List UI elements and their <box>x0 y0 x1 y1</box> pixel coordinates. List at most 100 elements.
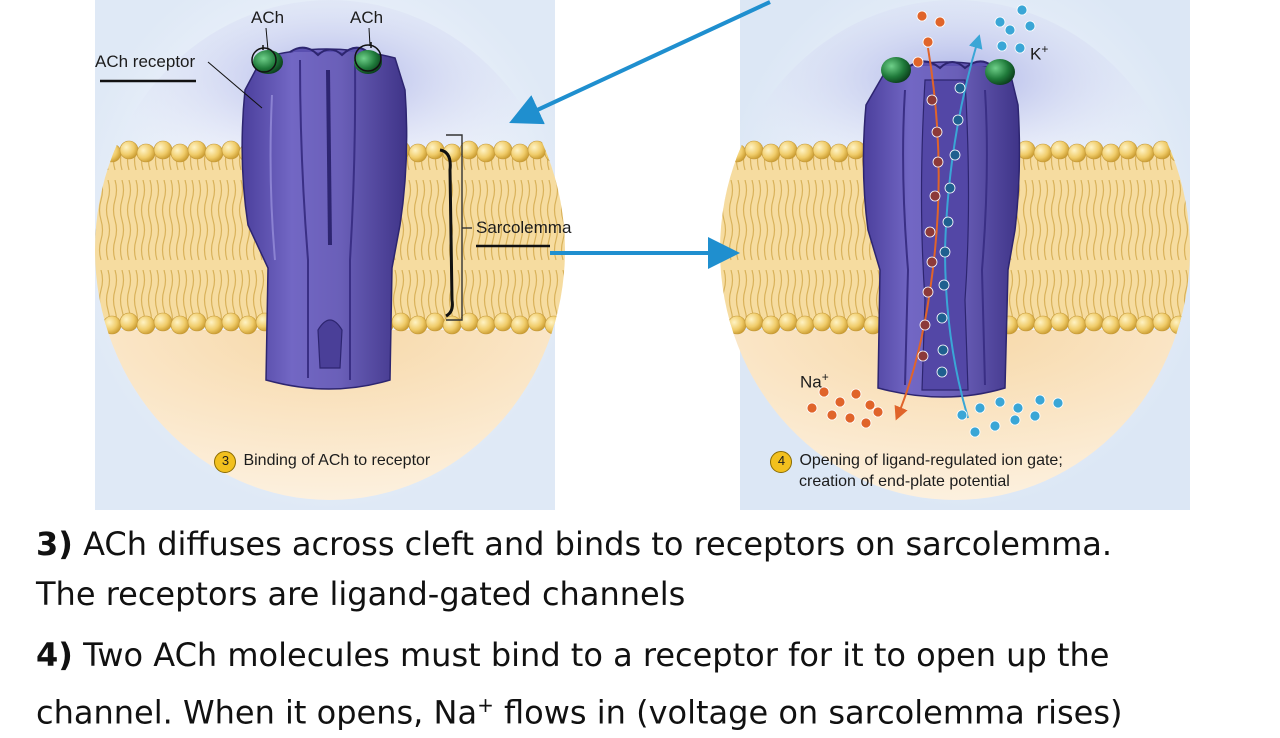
sodium-ion <box>934 16 946 28</box>
potassium-ion <box>1012 402 1024 414</box>
na-ion-label: Na+ <box>800 370 829 392</box>
sodium-ion <box>806 402 818 414</box>
lipid-head <box>778 140 798 160</box>
sodium-ion <box>834 396 846 408</box>
potassium-ion <box>994 396 1006 408</box>
potassium-ion <box>944 182 956 194</box>
lipid-head <box>829 315 849 335</box>
lipid-head <box>136 315 156 335</box>
lecture-notes: 3) ACh diffuses across cleft and binds t… <box>36 519 1276 738</box>
lipid-head <box>761 315 781 335</box>
lipid-head <box>170 315 190 335</box>
lipid-head <box>221 140 241 160</box>
lipid-head <box>812 140 832 160</box>
lipid-head <box>238 315 258 335</box>
na-flow-arrow <box>894 47 940 421</box>
lipid-head <box>408 143 428 163</box>
diagram-svg <box>95 0 1190 510</box>
step3-caption: 3 Binding of ACh to receptor <box>221 452 431 469</box>
ach-label-right: ACh <box>350 8 384 27</box>
lipid-head <box>1067 143 1087 163</box>
lipid-head <box>170 143 190 163</box>
sodium-ion <box>926 94 938 106</box>
lipid-head <box>493 140 513 160</box>
lipid-head <box>744 312 764 332</box>
note-3-text: ACh diffuses across cleft and binds to r… <box>83 525 1113 563</box>
lipid-head <box>1067 315 1087 335</box>
sodium-ion <box>929 190 941 202</box>
ach-bound-right <box>985 59 1015 85</box>
lipid-head <box>136 143 156 163</box>
note-4-line2: channel. When it opens, Na+ flows in (vo… <box>36 693 1123 732</box>
step4-caption-line2: creation of end-plate potential <box>799 473 1010 490</box>
potassium-ion <box>936 312 948 324</box>
potassium-ion <box>974 402 986 414</box>
potassium-ion <box>937 344 949 356</box>
lipid-head <box>187 140 207 160</box>
sarcolemma-label: Sarcolemma <box>476 218 572 237</box>
sodium-ion <box>818 386 830 398</box>
lipid-head <box>476 315 496 335</box>
ach-receptor-closed <box>241 46 408 390</box>
potassium-ion <box>936 366 948 378</box>
lipid-head <box>727 315 747 335</box>
note-3-line1: 3) ACh diffuses across cleft and binds t… <box>36 519 1276 569</box>
note-4-number: 4) <box>36 636 73 674</box>
lipid-head <box>1101 315 1121 335</box>
sodium-ion <box>919 319 931 331</box>
sodium-ion <box>931 126 943 138</box>
potassium-ion <box>954 82 966 94</box>
lipid-head <box>493 312 513 332</box>
lipid-head <box>1101 143 1121 163</box>
lipid-head <box>727 143 747 163</box>
lipid-head <box>119 312 139 332</box>
ach-right-pointer <box>368 27 371 47</box>
lipid-head <box>119 140 139 160</box>
lipid-head <box>1118 312 1138 332</box>
lipid-head <box>221 312 241 332</box>
ach-molecule-right <box>354 44 382 74</box>
lipid-head <box>510 143 530 163</box>
lipid-head <box>1135 143 1155 163</box>
potassium-ion <box>1024 20 1036 32</box>
lipid-head <box>442 315 462 335</box>
lipid-head <box>812 312 832 332</box>
sodium-ion <box>864 399 876 411</box>
lipid-head <box>1084 140 1104 160</box>
lipid-head <box>1050 312 1070 332</box>
sodium-ion <box>922 286 934 298</box>
potassium-ion <box>956 409 968 421</box>
sodium-ion <box>932 156 944 168</box>
potassium-ion <box>1004 24 1016 36</box>
sodium-ion <box>926 256 938 268</box>
lipid-head <box>795 315 815 335</box>
lipid-head <box>391 312 411 332</box>
lipid-head <box>846 312 866 332</box>
k-ion-label: K+ <box>1030 42 1049 64</box>
potassium-ion <box>996 40 1008 52</box>
step3-badge <box>214 451 236 473</box>
ach-receptor-label: ACh receptor <box>95 52 196 71</box>
sodium-ion <box>872 406 884 418</box>
lipid-head <box>204 315 224 335</box>
lipid-head <box>1118 140 1138 160</box>
sarcolemma-bracket <box>439 134 550 321</box>
lipid-head <box>1016 312 1036 332</box>
note-4-text: Two ACh molecules must bind to a recepto… <box>83 636 1110 674</box>
lipid-head <box>153 312 173 332</box>
potassium-ion <box>1034 394 1046 406</box>
potassium-ion <box>949 149 961 161</box>
lipid-head <box>846 140 866 160</box>
lipid-head <box>153 140 173 160</box>
sodium-ion <box>922 36 934 48</box>
potassium-ion <box>969 426 981 438</box>
sodium-ion <box>844 412 856 424</box>
lipid-head <box>510 315 530 335</box>
lipid-head <box>425 312 445 332</box>
potassium-ion <box>1016 4 1028 16</box>
receptor-pointer <box>207 61 263 109</box>
note-3-line2: The receptors are ligand-gated channels <box>36 575 686 613</box>
potassium-ion <box>1014 42 1026 54</box>
lipid-head <box>720 312 730 332</box>
potassium-ion <box>1009 414 1021 426</box>
